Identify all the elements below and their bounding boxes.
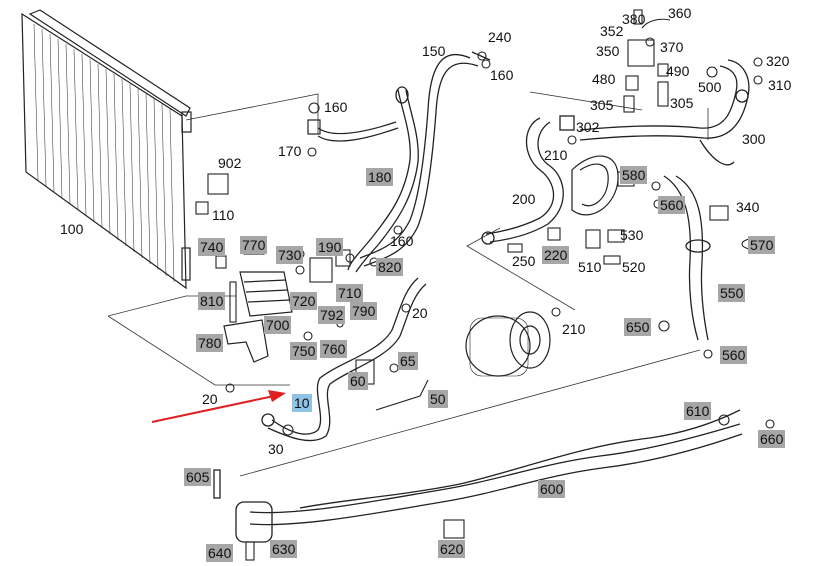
part-label-370: 370 <box>660 39 684 55</box>
part-label-240: 240 <box>488 29 512 45</box>
part-label-160c: 160 <box>390 233 414 249</box>
part-label-480: 480 <box>592 71 616 87</box>
part-label-352: 352 <box>600 23 624 39</box>
part-label-220: 220 <box>542 246 570 264</box>
part-label-170: 170 <box>278 143 302 159</box>
part-label-500: 500 <box>698 79 722 95</box>
part-label-200: 200 <box>512 191 536 207</box>
part-label-630: 630 <box>270 540 298 558</box>
red-arrow <box>151 390 286 423</box>
part-label-100: 100 <box>60 221 84 237</box>
hose-300 <box>579 59 750 166</box>
part-label-490: 490 <box>666 63 690 79</box>
hose-10 <box>261 277 427 442</box>
pipe-170 <box>307 119 399 142</box>
part-label-310: 310 <box>768 77 792 93</box>
part-label-302: 302 <box>576 119 600 135</box>
part-label-20b: 20 <box>202 391 218 407</box>
part-label-570: 570 <box>748 236 776 254</box>
small-parts <box>195 9 775 561</box>
hose-180 <box>347 86 419 273</box>
part-label-600: 600 <box>538 480 566 498</box>
part-label-605: 605 <box>184 468 212 486</box>
cooler-700 <box>239 271 293 317</box>
compressor <box>465 311 551 377</box>
part-label-700: 700 <box>264 316 292 334</box>
hose-150 <box>359 51 491 267</box>
part-label-350: 350 <box>596 43 620 59</box>
part-label-760: 760 <box>320 340 348 358</box>
condenser-100 <box>21 9 192 290</box>
part-label-730: 730 <box>276 246 304 264</box>
part-label-792: 792 <box>318 306 346 324</box>
part-label-720: 720 <box>290 292 318 310</box>
part-label-610: 610 <box>684 402 712 420</box>
part-label-110: 110 <box>212 207 235 223</box>
part-label-650: 650 <box>624 318 652 336</box>
part-label-660: 660 <box>758 430 786 448</box>
part-label-810: 810 <box>198 292 226 310</box>
part-label-180: 180 <box>366 168 394 186</box>
housing-200 <box>571 155 619 216</box>
part-label-620: 620 <box>438 540 466 558</box>
part-label-530: 530 <box>620 227 644 243</box>
part-label-65: 65 <box>398 352 418 370</box>
part-label-190: 190 <box>316 238 344 256</box>
part-label-790: 790 <box>350 302 378 320</box>
part-label-300: 300 <box>742 131 766 147</box>
part-label-320: 320 <box>766 53 790 69</box>
part-label-210a: 210 <box>544 147 568 163</box>
part-label-210b: 210 <box>562 321 586 337</box>
part-label-50: 50 <box>428 390 448 408</box>
part-label-550: 550 <box>718 284 746 302</box>
part-label-250: 250 <box>512 253 536 269</box>
hose-200 <box>481 115 575 245</box>
part-label-305a: 305 <box>590 97 614 113</box>
part-label-30: 30 <box>268 441 284 457</box>
part-label-740: 740 <box>198 238 226 256</box>
part-label-560b: 560 <box>720 346 748 364</box>
part-label-60: 60 <box>348 372 368 390</box>
hose-550 <box>663 175 711 341</box>
leader-lines <box>107 91 709 477</box>
part-label-710: 710 <box>336 284 364 302</box>
part-label-750: 750 <box>290 342 318 360</box>
part-label-902: 902 <box>218 155 242 171</box>
part-label-160a: 160 <box>490 67 514 83</box>
part-label-780: 780 <box>196 334 224 352</box>
part-label-520: 520 <box>622 259 646 275</box>
part-label-160b: 160 <box>324 99 348 115</box>
part-label-150: 150 <box>422 43 446 59</box>
part-label-640: 640 <box>206 544 234 562</box>
part-label-10-highlighted: 10 <box>292 394 312 412</box>
part-label-20a: 20 <box>412 305 428 321</box>
bracket-780 <box>223 319 269 363</box>
part-label-770: 770 <box>240 236 268 254</box>
part-label-305b: 305 <box>670 95 694 111</box>
part-label-360: 360 <box>668 5 692 21</box>
part-label-820: 820 <box>376 258 404 276</box>
part-label-510: 510 <box>578 259 602 275</box>
part-label-580: 580 <box>620 166 648 184</box>
part-label-560a: 560 <box>658 196 686 214</box>
part-label-380: 380 <box>622 11 646 27</box>
part-label-340: 340 <box>736 199 760 215</box>
